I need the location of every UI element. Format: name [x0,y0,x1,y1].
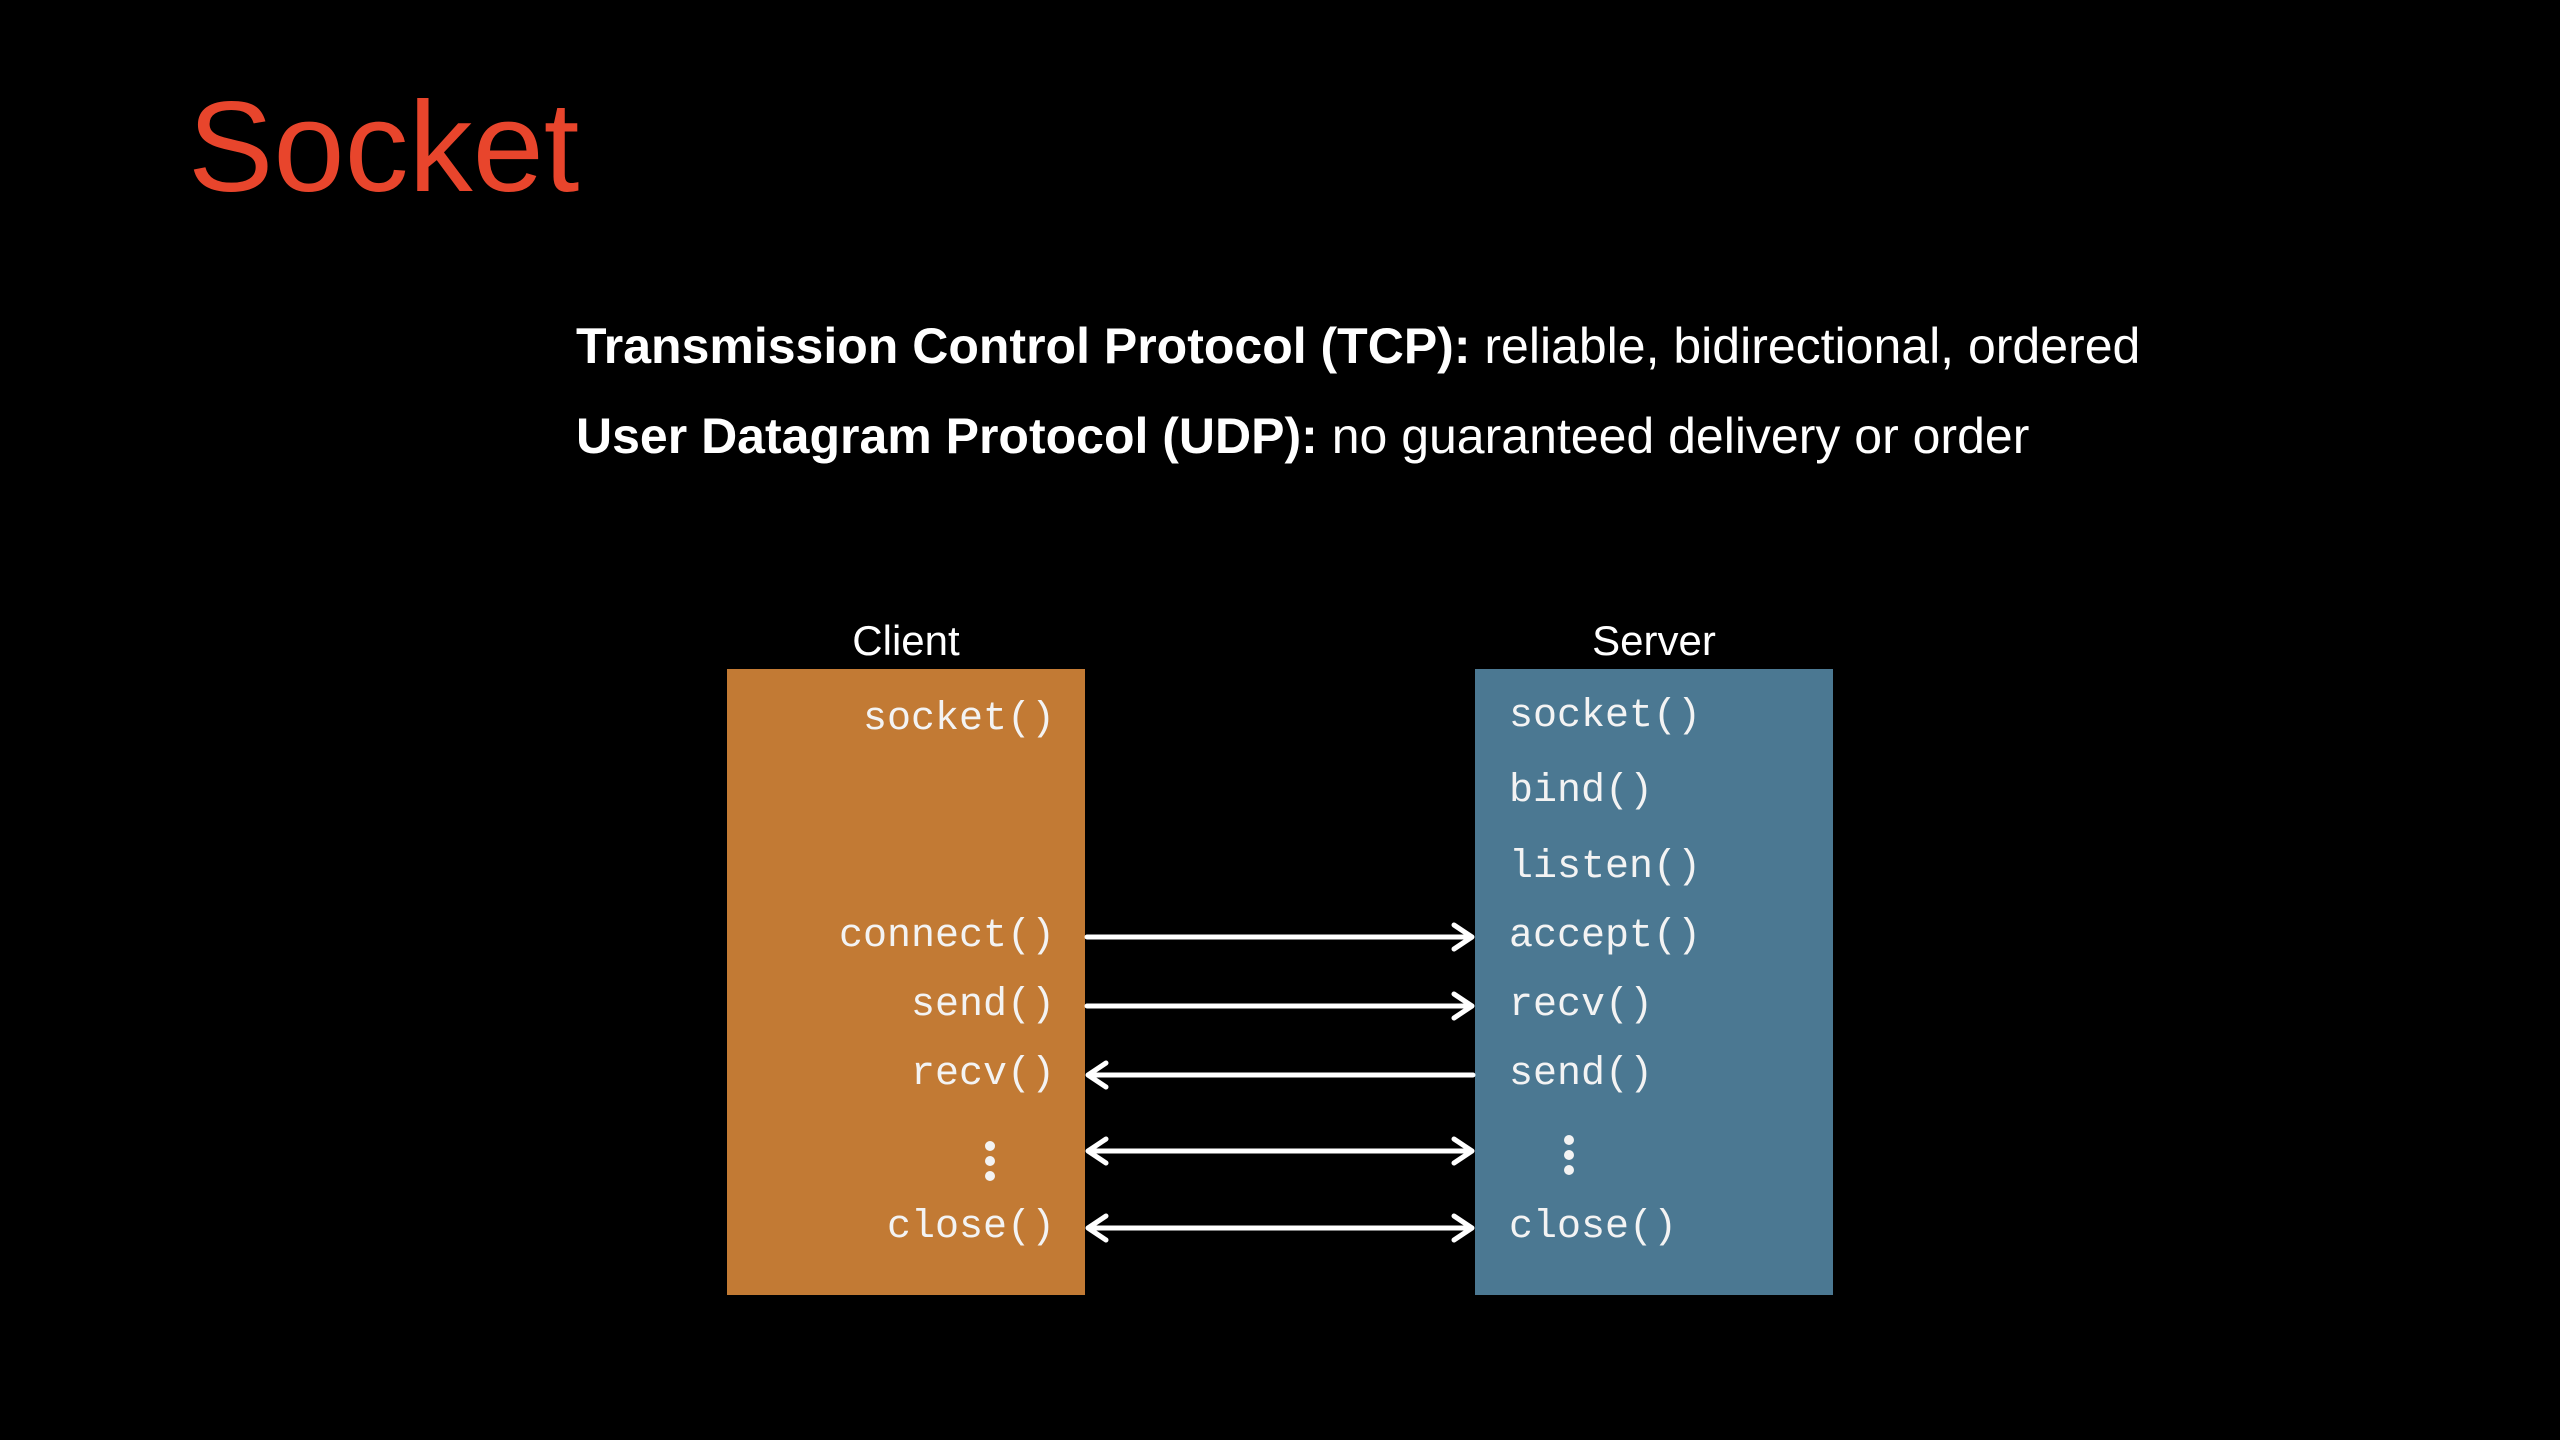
protocol-tcp-name: Transmission Control Protocol (TCP): [576,318,1471,374]
arrow-close-bidirectional [1085,1213,1475,1243]
protocol-udp-desc: no guaranteed delivery or order [1317,408,2030,464]
server-accept-call: accept() [1509,914,1702,959]
client-ellipsis-icon [985,1141,995,1186]
server-box: socket() bind() listen() accept() recv()… [1475,669,1833,1295]
arrow-ellipsis-bidirectional [1085,1136,1475,1166]
protocol-udp: User Datagram Protocol (UDP): no guarant… [576,406,2140,466]
client-recv-call: recv() [910,1052,1055,1097]
protocol-tcp-desc: reliable, bidirectional, ordered [1470,318,2141,374]
server-ellipsis-icon [1564,1135,1574,1180]
protocol-tcp: Transmission Control Protocol (TCP): rel… [576,316,2140,376]
server-listen-call: listen() [1509,845,1702,890]
client-close-call: close() [886,1205,1055,1250]
server-recv-call: recv() [1509,983,1654,1028]
client-box: socket() connect() send() recv() close() [727,669,1085,1295]
server-send-call: send() [1509,1052,1654,1097]
arrow-recv-send [1085,1060,1476,1090]
server-close-call: close() [1509,1205,1678,1250]
client-connect-call: connect() [838,914,1055,959]
server-socket-call: socket() [1509,694,1702,739]
client-socket-call: socket() [862,697,1055,742]
server-bind-call: bind() [1509,769,1654,814]
arrow-connect-accept [1084,922,1475,952]
protocol-list: Transmission Control Protocol (TCP): rel… [576,316,2140,496]
slide-title: Socket [188,76,580,219]
protocol-udp-name: User Datagram Protocol (UDP): [576,408,1318,464]
client-label: Client [852,617,960,664]
client-send-call: send() [910,983,1055,1028]
arrow-send-recv [1084,991,1475,1021]
server-label: Server [1592,617,1716,664]
